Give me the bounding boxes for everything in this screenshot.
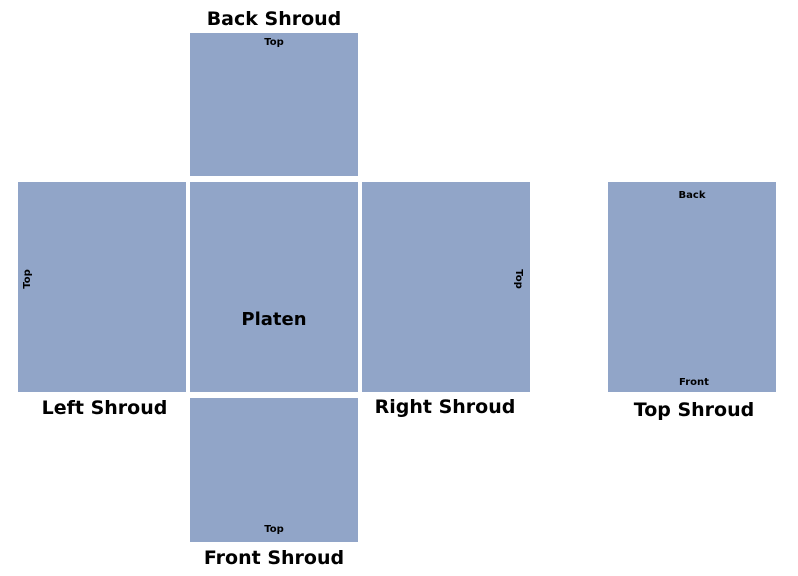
left-shroud-panel: Top: [18, 182, 186, 392]
platen-panel: Platen: [190, 182, 358, 392]
top-shroud-front-marker: Front: [679, 377, 709, 388]
front-shroud-top-marker: Top: [264, 524, 284, 535]
back-shroud-top-marker: Top: [264, 37, 284, 48]
back-shroud-caption: Back Shroud: [206, 8, 342, 30]
right-shroud-top-marker: Top: [513, 269, 524, 289]
front-shroud-caption: Front Shroud: [203, 547, 345, 569]
top-shroud-panel: Back Front: [608, 182, 776, 392]
right-shroud-caption: Right Shroud: [374, 396, 516, 418]
top-shroud-back-marker: Back: [678, 190, 706, 201]
left-shroud-caption: Left Shroud: [41, 397, 168, 419]
front-shroud-panel: Top: [190, 398, 358, 542]
left-shroud-top-marker: Top: [22, 269, 33, 289]
top-shroud-caption: Top Shroud: [633, 399, 755, 421]
platen-label: Platen: [241, 309, 307, 330]
right-shroud-panel: Top: [362, 182, 530, 392]
back-shroud-panel: Top: [190, 33, 358, 176]
